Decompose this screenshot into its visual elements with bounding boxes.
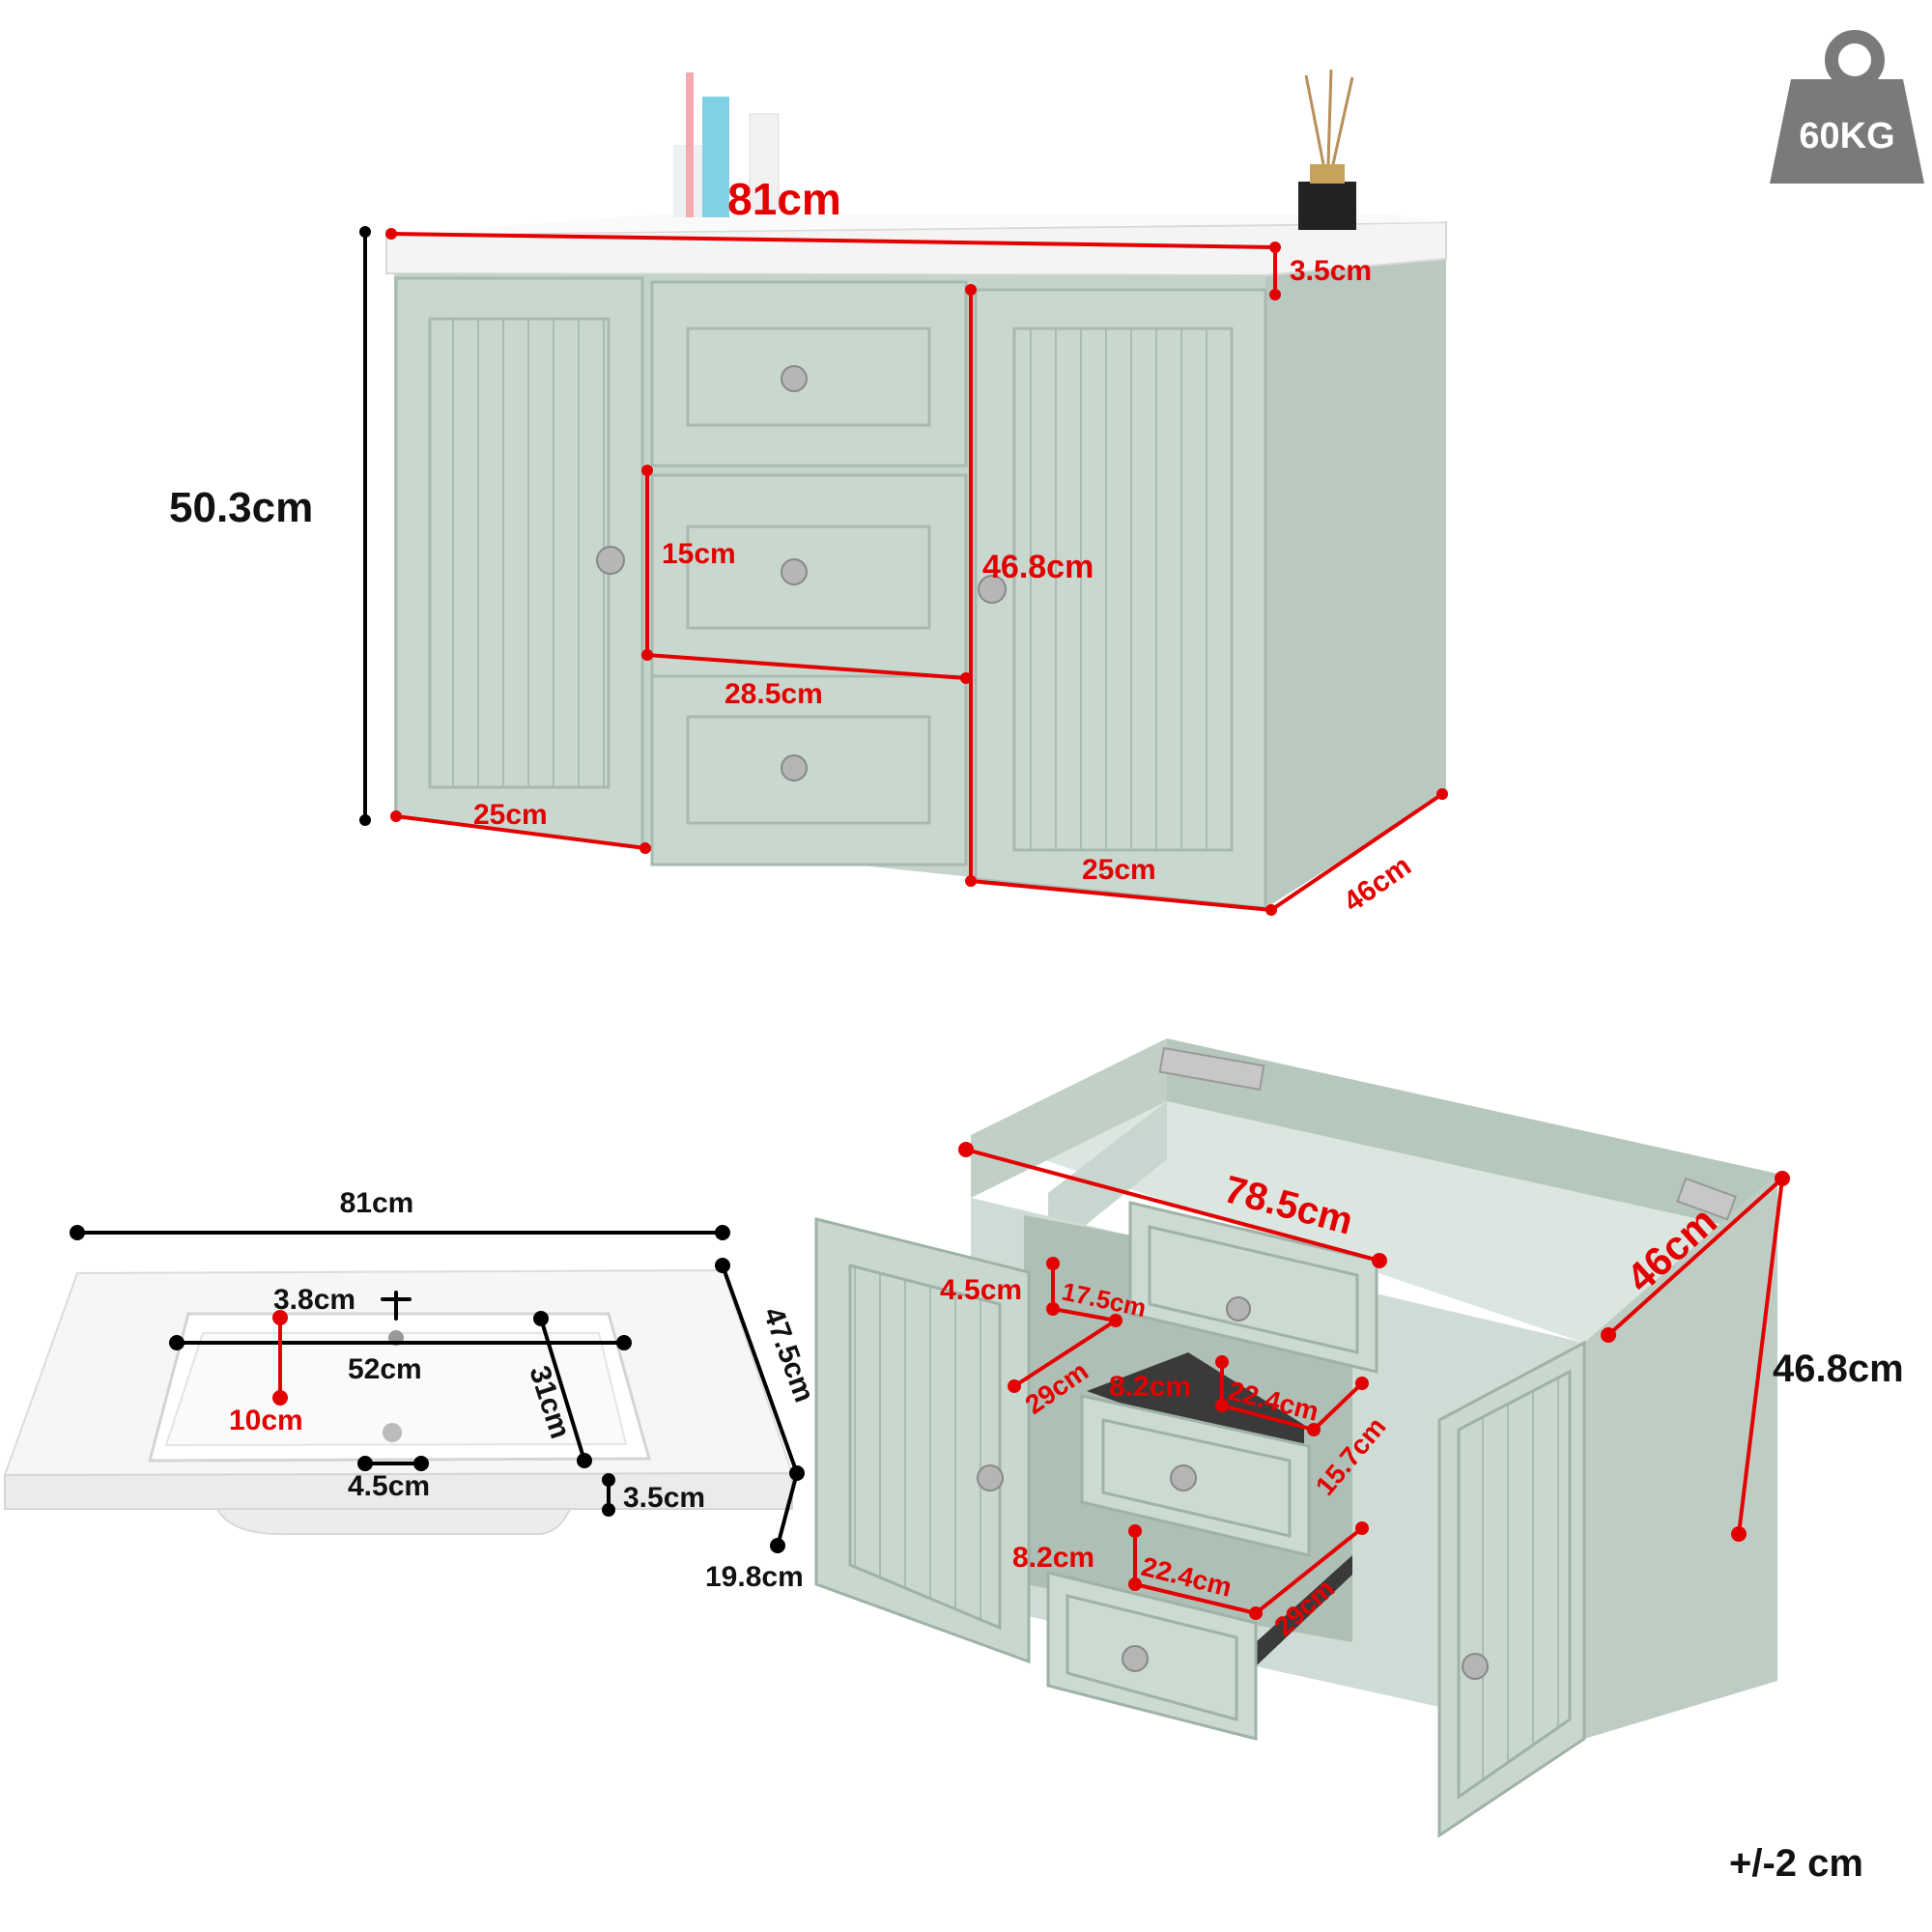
label-left-door-width: 25cm bbox=[473, 799, 548, 831]
open-dimension-lines bbox=[958, 1142, 1790, 1620]
label-right-door-width: 25cm bbox=[1082, 854, 1156, 886]
label-drawer-height: 15cm bbox=[662, 538, 736, 570]
basin bbox=[3, 1268, 794, 1536]
label-top-width: 81cm bbox=[727, 174, 841, 224]
label-total-height: 50.3cm bbox=[169, 484, 313, 531]
label-bottom-drawer-height: 8.2cm bbox=[1012, 1542, 1094, 1574]
label-drain: 4.5cm bbox=[348, 1470, 430, 1502]
label-tap-offset: 10cm bbox=[229, 1405, 303, 1436]
label-top-thickness: 3.5cm bbox=[1290, 255, 1372, 287]
label-cabinet-height: 46.8cm bbox=[982, 549, 1094, 585]
label-inner-width: 52cm bbox=[348, 1353, 422, 1385]
tolerance-label: +/-2 cm bbox=[1729, 1842, 1863, 1885]
front-dimension-lines bbox=[359, 226, 1448, 916]
weight-icon bbox=[1770, 30, 1924, 184]
basin-dimension-lines bbox=[70, 1225, 805, 1553]
label-drawer-width: 28.5cm bbox=[724, 678, 823, 710]
label-basin-width: 81cm bbox=[340, 1187, 414, 1219]
label-mid-drawer-height: 8.2cm bbox=[1109, 1371, 1191, 1403]
weight-label: 60KG bbox=[1799, 116, 1894, 156]
label-depth: 46cm bbox=[1338, 850, 1417, 919]
label-height-open: 46.8cm bbox=[1773, 1348, 1904, 1390]
label-top-drawer-side: 4.5cm bbox=[940, 1274, 1022, 1306]
basin-red-dimension bbox=[272, 1310, 288, 1406]
front-view-cabinet bbox=[385, 69, 1447, 910]
open-cabinet bbox=[814, 1038, 1777, 1838]
label-rim: 3.5cm bbox=[623, 1482, 705, 1514]
label-tap-hole: 3.8cm bbox=[273, 1284, 355, 1316]
label-basin-height: 19.8cm bbox=[705, 1561, 804, 1593]
